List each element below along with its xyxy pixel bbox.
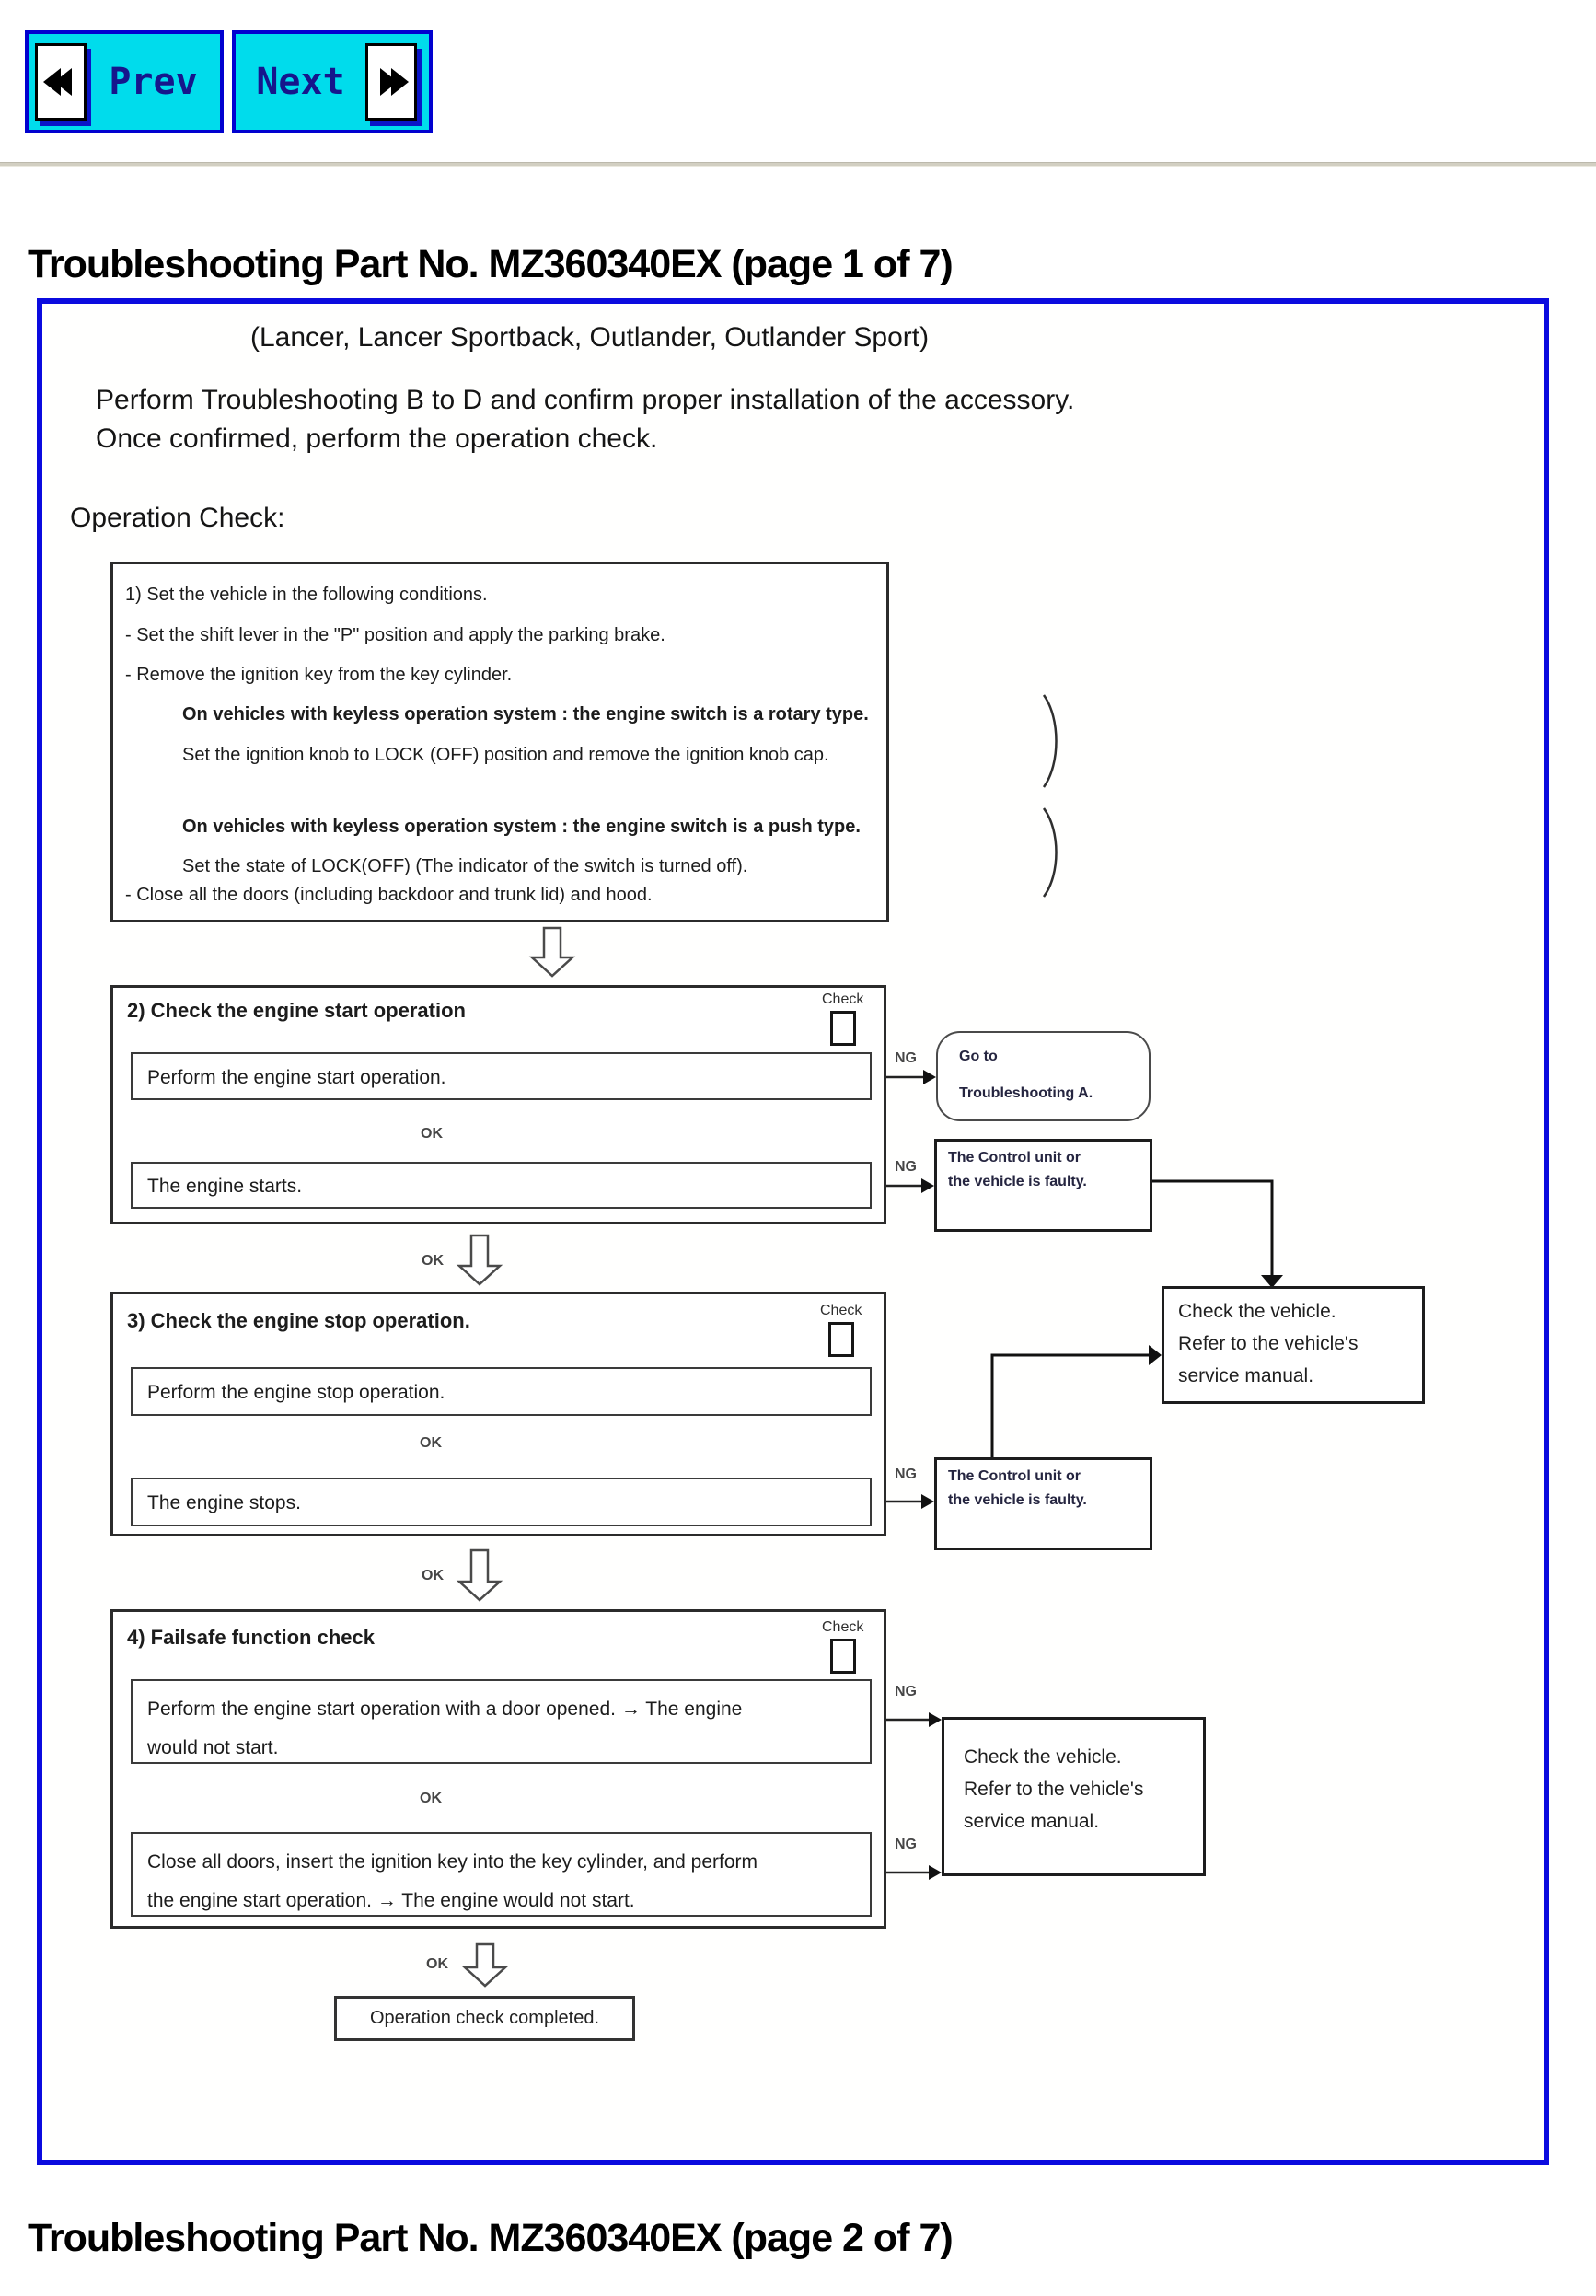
prev-button-label: Prev xyxy=(109,61,198,103)
node-operation-check-completed: Operation check completed. xyxy=(334,1996,635,2041)
step1-box xyxy=(110,562,889,922)
step1-note1-line1: On vehicles with keyless operation syste… xyxy=(182,704,869,725)
step1-note2-line2: Set the state of LOCK(OFF) (The indicato… xyxy=(182,856,748,876)
step3-title: 3) Check the engine stop operation. xyxy=(127,1309,470,1332)
ok-label: OK xyxy=(420,1791,442,1806)
step3-check-label: Check xyxy=(820,1303,862,1318)
node-failsafe-doors-closed xyxy=(131,1832,872,1917)
node-check-vehicle-1 xyxy=(1162,1286,1425,1404)
step4-check-label: Check xyxy=(822,1619,864,1635)
node-control-unit-faulty-2 xyxy=(934,1457,1152,1550)
faulty1-line2: the vehicle is faulty. xyxy=(948,1174,1087,1189)
page2-title: Troubleshooting Part No. MZ360340EX (pag… xyxy=(28,2216,954,2260)
step3-checkbox xyxy=(828,1322,854,1357)
step4-checkbox xyxy=(830,1639,856,1674)
check-vehicle1-line1: Check the vehicle. xyxy=(1178,1301,1336,1322)
node-check-vehicle-2 xyxy=(942,1717,1206,1876)
ok-label: OK xyxy=(421,1126,443,1142)
ok-label: OK xyxy=(426,1956,448,1972)
rewind-icon xyxy=(35,43,87,121)
ok-label: OK xyxy=(422,1253,444,1269)
prev-button[interactable]: Prev xyxy=(25,30,224,133)
ng-label: NG xyxy=(895,1050,917,1066)
ng-label: NG xyxy=(895,1159,917,1175)
ok-label: OK xyxy=(422,1568,444,1583)
step1-bullet3: - Close all the doors (including backdoo… xyxy=(125,885,653,905)
vehicle-list: (Lancer, Lancer Sportback, Outlander, Ou… xyxy=(250,322,930,353)
horizontal-divider xyxy=(0,162,1596,167)
intro-line-1: Perform Troubleshooting B to D and confi… xyxy=(96,385,1075,415)
goto-line1: Go to xyxy=(959,1049,998,1064)
check-vehicle2-line1: Check the vehicle. xyxy=(964,1746,1122,1768)
failsafe-action1-line1: Perform the engine start operation with … xyxy=(147,1699,743,1720)
check-vehicle2-line3: service manual. xyxy=(964,1811,1100,1832)
check-vehicle1-line3: service manual. xyxy=(1178,1365,1314,1386)
failsafe-action2-line1: Close all doors, insert the ignition key… xyxy=(147,1851,758,1873)
next-button-label: Next xyxy=(256,61,345,103)
failsafe-action1-line2: would not start. xyxy=(147,1737,279,1758)
node-perform-engine-stop-text: Perform the engine stop operation. xyxy=(147,1382,445,1403)
step1-line1: 1) Set the vehicle in the following cond… xyxy=(125,585,488,605)
step4-title: 4) Failsafe function check xyxy=(127,1626,375,1649)
step1-note2-line1: On vehicles with keyless operation syste… xyxy=(182,817,861,837)
ok-label: OK xyxy=(420,1435,442,1451)
node-perform-engine-start xyxy=(131,1052,872,1100)
node-engine-stops xyxy=(131,1478,872,1526)
node-engine-starts xyxy=(131,1162,872,1209)
step2-title: 2) Check the engine start operation xyxy=(127,999,466,1022)
step1-bullet1: - Set the shift lever in the "P" positio… xyxy=(125,625,665,645)
goto-line2: Troubleshooting A. xyxy=(959,1085,1093,1101)
faulty2-line1: The Control unit or xyxy=(948,1468,1081,1484)
fast-forward-icon xyxy=(365,43,417,121)
step1-note1-line2: Set the ignition knob to LOCK (OFF) posi… xyxy=(182,745,829,765)
node-control-unit-faulty-1 xyxy=(934,1139,1152,1232)
step2-check-label: Check xyxy=(822,991,864,1007)
ng-label: NG xyxy=(895,1467,917,1482)
step1-bullet2: - Remove the ignition key from the key c… xyxy=(125,665,513,685)
step2-checkbox xyxy=(830,1011,856,1046)
node-engine-stops-text: The engine stops. xyxy=(147,1492,301,1513)
check-vehicle1-line2: Refer to the vehicle's xyxy=(1178,1333,1359,1354)
failsafe-action2-line2: the engine start operation. → The engine… xyxy=(147,1890,635,1911)
faulty1-line1: The Control unit or xyxy=(948,1150,1081,1165)
ng-label: NG xyxy=(895,1837,917,1852)
operation-check-label: Operation Check: xyxy=(70,503,285,533)
node-engine-starts-text: The engine starts. xyxy=(147,1176,303,1197)
next-button[interactable]: Next xyxy=(232,30,433,133)
intro-line-2: Once confirmed, perform the operation ch… xyxy=(96,423,658,454)
node-goto-troubleshooting-a xyxy=(936,1031,1151,1121)
faulty2-line2: the vehicle is faulty. xyxy=(948,1492,1087,1508)
ng-label: NG xyxy=(895,1684,917,1699)
node-perform-engine-start-text: Perform the engine start operation. xyxy=(147,1067,446,1088)
page1-title: Troubleshooting Part No. MZ360340EX (pag… xyxy=(28,242,954,286)
node-perform-engine-stop xyxy=(131,1367,872,1416)
node-failsafe-door-open xyxy=(131,1679,872,1764)
check-vehicle2-line2: Refer to the vehicle's xyxy=(964,1779,1144,1800)
